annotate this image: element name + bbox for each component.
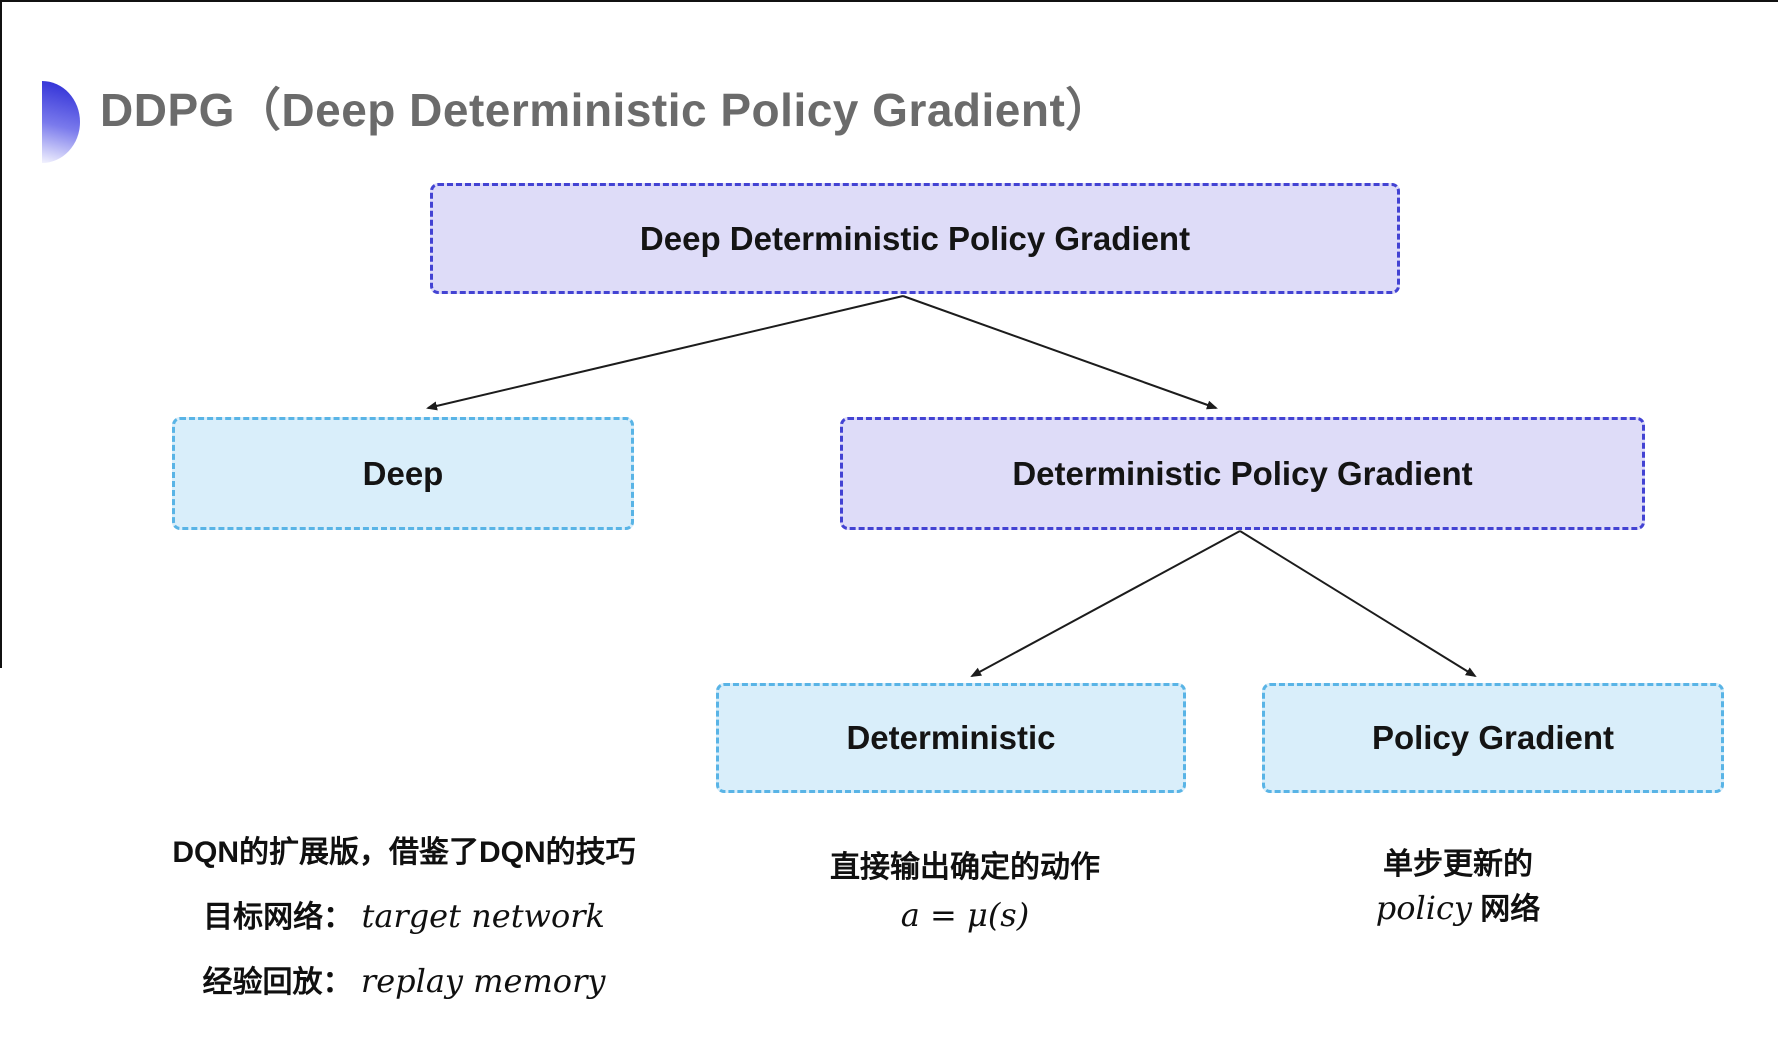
note-line: DQN的扩展版，借鉴了DQN的技巧: [172, 836, 636, 869]
note-line: 经验回放： replay memory: [203, 965, 606, 998]
node-label: Deep: [362, 454, 444, 492]
note-line: policy 网络: [1376, 892, 1541, 925]
note-term-en: replay memory: [360, 962, 606, 1000]
node-label: Deterministic Policy Gradient: [1012, 454, 1473, 492]
node-deep-deterministic-policy-gradient: Deep Deterministic Policy Gradient: [430, 183, 1400, 294]
note-label-zh: 网络: [1480, 893, 1541, 926]
note-deterministic-annotation: 直接输出确定的动作 a = μ(s): [765, 851, 1165, 935]
node-deterministic-policy-gradient: Deterministic Policy Gradient: [840, 417, 1645, 530]
left-border-line: [0, 0, 2, 668]
note-line: 直接输出确定的动作: [830, 851, 1100, 884]
arrow-dpg-to-deterministic: [970, 530, 1241, 677]
title-bullet-icon: [42, 81, 80, 163]
node-deterministic: Deterministic: [716, 683, 1186, 793]
note-line: 单步更新的: [1383, 848, 1533, 881]
note-term-en: policy: [1375, 889, 1472, 927]
note-policy-gradient-annotation: 单步更新的 policy 网络: [1308, 850, 1608, 925]
arrow-root-to-deep: [426, 295, 904, 411]
node-label: Deterministic: [846, 719, 1056, 756]
node-label: Deep Deterministic Policy Gradient: [639, 219, 1191, 257]
note-formula: a = μ(s): [900, 896, 1030, 934]
top-border-line: [0, 0, 1778, 2]
note-term-en: target network: [361, 897, 605, 935]
note-label-zh: 经验回放：: [202, 966, 353, 999]
note-label-zh: 目标网络：: [203, 901, 354, 934]
note-deep-annotation: DQN的扩展版，借鉴了DQN的技巧 目标网络： target network 经…: [130, 838, 678, 998]
note-line: 目标网络： target network: [203, 900, 605, 933]
page-title: DDPG（Deep Deterministic Policy Gradient）: [100, 84, 1112, 136]
node-deep: Deep: [172, 417, 634, 530]
node-policy-gradient: Policy Gradient: [1262, 683, 1724, 793]
arrow-dpg-to-policy-gradient: [1239, 530, 1477, 678]
arrow-root-to-dpg: [902, 295, 1218, 410]
node-label: Policy Gradient: [1371, 719, 1615, 756]
